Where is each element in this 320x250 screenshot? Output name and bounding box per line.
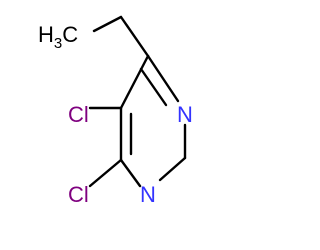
molecule-diagram: H3C N N Cl Cl — [38, 15, 193, 207]
nitrogen-upper-label: N — [177, 102, 193, 127]
bond-n1-c6 — [119, 158, 142, 188]
bond-c2-n1 — [158, 156, 187, 182]
nitrogen-lower-label: N — [140, 182, 156, 207]
methyl-label: H3C — [38, 22, 78, 52]
bonds — [88, 15, 187, 188]
bond-c4-n3 — [146, 54, 180, 103]
bond-c6-cl — [88, 158, 123, 188]
bond-c4-c5 — [119, 54, 150, 110]
chlorine-lower-label: Cl — [68, 182, 89, 207]
bond-c4-n3-inner — [139, 67, 168, 107]
bond-methylene-ring — [119, 15, 150, 58]
bond-methyl-methylene — [92, 15, 123, 33]
chlorine-upper-label: Cl — [68, 102, 89, 127]
structure-drawing: H3C N N Cl Cl — [38, 15, 193, 207]
